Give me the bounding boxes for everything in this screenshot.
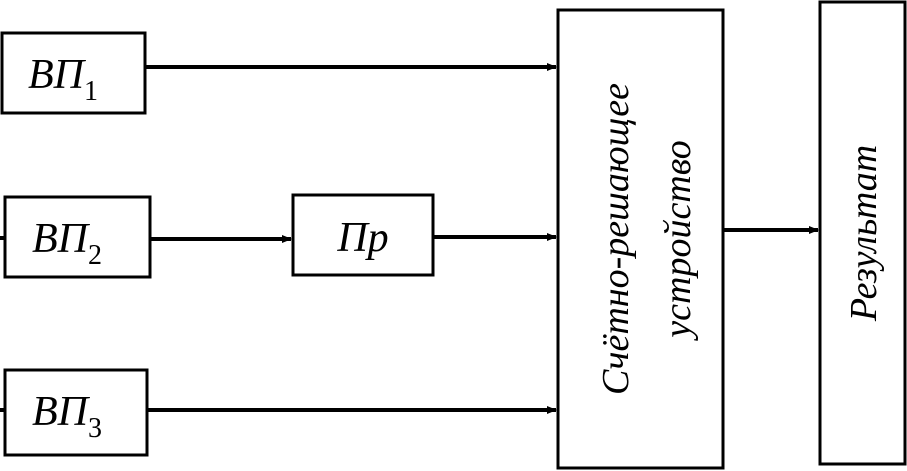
vp1-block: ВП1	[0, 31, 147, 115]
pr-block: Пр	[291, 193, 435, 277]
calc-device-block: Счётно-решающее устройство	[556, 8, 725, 470]
vp2-block: ВП2	[3, 195, 152, 279]
vp3-subscript: 3	[88, 413, 102, 444]
result-block: Результат	[818, 0, 907, 466]
pr-label: Пр	[336, 215, 388, 261]
vp1-label: ВП	[28, 52, 87, 98]
vp3-block: ВП3	[3, 368, 149, 457]
vp1-subscript: 1	[84, 76, 98, 107]
calc-device-label-line2: устройство	[657, 140, 699, 341]
svg-text:ВП2: ВП2	[32, 216, 102, 271]
vp3-label: ВП	[32, 389, 91, 435]
calc-device-label-line1: Счётно-решающее	[595, 83, 637, 395]
svg-text:ВП3: ВП3	[32, 389, 102, 444]
vp2-subscript: 2	[88, 240, 102, 271]
svg-text:ВП1: ВП1	[28, 52, 98, 107]
result-label: Результат	[843, 145, 885, 322]
vp2-label: ВП	[32, 216, 91, 262]
